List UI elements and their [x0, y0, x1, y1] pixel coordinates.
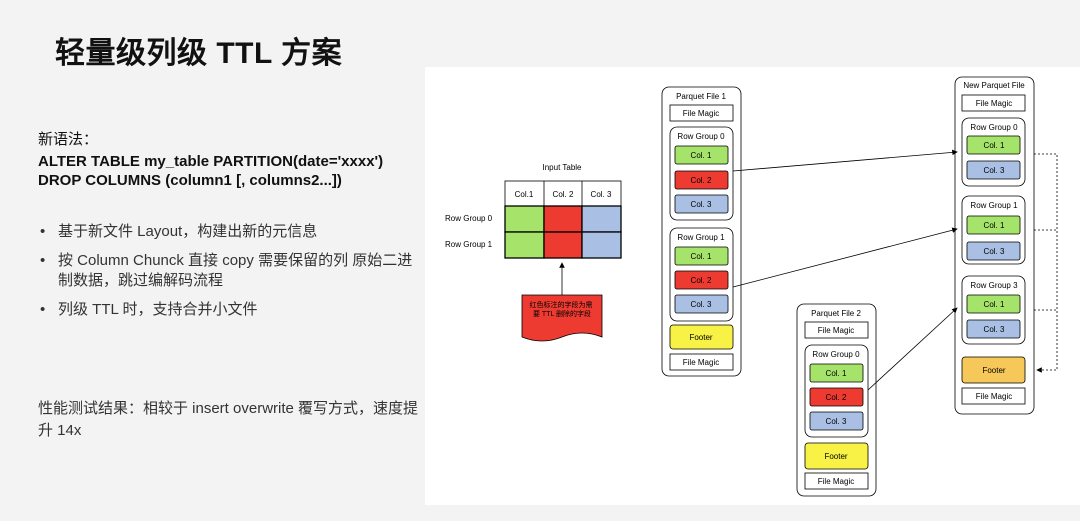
input-col-header-3: Col. 3 [591, 190, 612, 199]
copy-arrow-rg0 [732, 149, 958, 172]
input-table-title: Input Table [543, 163, 583, 172]
input-cell-rg1-col2 [543, 231, 583, 259]
pf2-rg0-label: Row Group 0 [812, 350, 860, 359]
pf1-rg0-label: Row Group 0 [677, 132, 725, 141]
input-cell-rg1-col1 [504, 231, 545, 259]
diagram-panel: Input Table Col.1 Col. 2 Col. 3 Row Grou… [425, 67, 1080, 505]
npf-rg0-col3: Col. 3 [984, 166, 1005, 175]
npf-file-magic-top: File Magic [976, 99, 1012, 108]
npf-rg1-label: Row Group 1 [970, 201, 1018, 210]
feature-item-copy: 按 Column Chunck 直接 copy 需要保留的列 原始二进制数据，跳… [38, 251, 418, 291]
pf1-footer: Footer [689, 333, 712, 342]
copy-arrow-rg1 [732, 227, 958, 288]
pf1-rg1-col2: Col. 2 [691, 276, 712, 285]
performance-result: 性能测试结果：相较于 insert overwrite 覆写方式，速度提升 14… [38, 400, 419, 439]
input-cell-rg0-col3 [581, 205, 622, 233]
pf1-rg1-col1: Col. 1 [691, 252, 712, 261]
input-cell-rg1-col3 [581, 231, 622, 259]
input-row-label-1: Row Group 1 [445, 240, 493, 249]
npf-file-magic-bottom: File Magic [976, 392, 1012, 401]
pf1-rg1-label: Row Group 1 [677, 233, 725, 242]
feature-item-merge: 列级 TTL 时，支持合并小文件 [38, 300, 418, 320]
parquet-file-1: Parquet File 1 File Magic Row Group 0 Co… [661, 86, 742, 377]
ttl-note-shape [521, 294, 603, 342]
npf-title: New Parquet File [963, 81, 1025, 90]
npf-rg1-col3: Col. 3 [984, 247, 1005, 256]
input-col-header-2: Col. 2 [553, 190, 574, 199]
sql-line-1: ALTER TABLE my_table PARTITION(date='xxx… [38, 153, 384, 170]
pf1-title: Parquet File 1 [676, 92, 726, 101]
ttl-note-text: 红色标注的字段为需 要 TTL 删除的字段 [530, 300, 595, 318]
pf2-file-magic-bottom: File Magic [818, 477, 854, 486]
slide-title: 轻量级列级 TTL 方案 [55, 37, 343, 70]
pf2-title: Parquet File 2 [811, 309, 861, 318]
input-col-header-1: Col.1 [515, 190, 534, 199]
feature-list: 基于新文件 Layout，构建出新的元信息 按 Column Chunck 直接… [38, 222, 418, 329]
pf2-rg0-col1: Col. 1 [826, 369, 847, 378]
pf2-file-magic-top: File Magic [818, 326, 854, 335]
npf-rg0-label: Row Group 0 [970, 123, 1018, 132]
pf2-rg0-col2: Col. 2 [826, 393, 847, 402]
new-parquet-file: New Parquet File File Magic Row Group 0 … [954, 76, 1035, 415]
sql-line-2: DROP COLUMNS (column1 [, columns2...]) [38, 172, 342, 189]
pf1-file-magic-top: File Magic [683, 109, 719, 118]
syntax-label: 新语法： [38, 131, 99, 148]
pf2-rg0-col3: Col. 3 [826, 417, 847, 426]
npf-footer: Footer [982, 366, 1005, 375]
pf1-rg0-col2: Col. 2 [691, 176, 712, 185]
input-cell-rg0-col2 [543, 205, 583, 233]
npf-rg0-col1: Col. 1 [984, 141, 1005, 150]
npf-rg3-col3: Col. 3 [984, 325, 1005, 334]
copy-arrow-rg3 [867, 307, 958, 391]
sql-syntax: ALTER TABLE my_table PARTITION(date='xxx… [38, 152, 383, 190]
column-ttl-diagram: Input Table Col.1 Col. 2 Col. 3 Row Grou… [445, 76, 1058, 497]
pf1-file-magic-bottom: File Magic [683, 358, 719, 367]
feature-item-layout: 基于新文件 Layout，构建出新的元信息 [38, 222, 418, 242]
input-row-label-0: Row Group 0 [445, 214, 493, 223]
footer-link-rg0 [1034, 153, 1058, 373]
pf2-footer: Footer [824, 452, 847, 461]
pf1-rg0-col1: Col. 1 [691, 151, 712, 160]
parquet-file-2: Parquet File 2 File Magic Row Group 0 Co… [796, 303, 877, 497]
pf1-rg1-col3: Col. 3 [691, 300, 712, 309]
npf-rg1-col1: Col. 1 [984, 221, 1005, 230]
npf-rg3-label: Row Group 3 [970, 281, 1018, 290]
pf1-rg0-col3: Col. 3 [691, 200, 712, 209]
input-table: Input Table Col.1 Col. 2 Col. 3 Row Grou… [445, 163, 622, 342]
input-cell-rg0-col1 [504, 205, 545, 233]
npf-rg3-col1: Col. 1 [984, 300, 1005, 309]
